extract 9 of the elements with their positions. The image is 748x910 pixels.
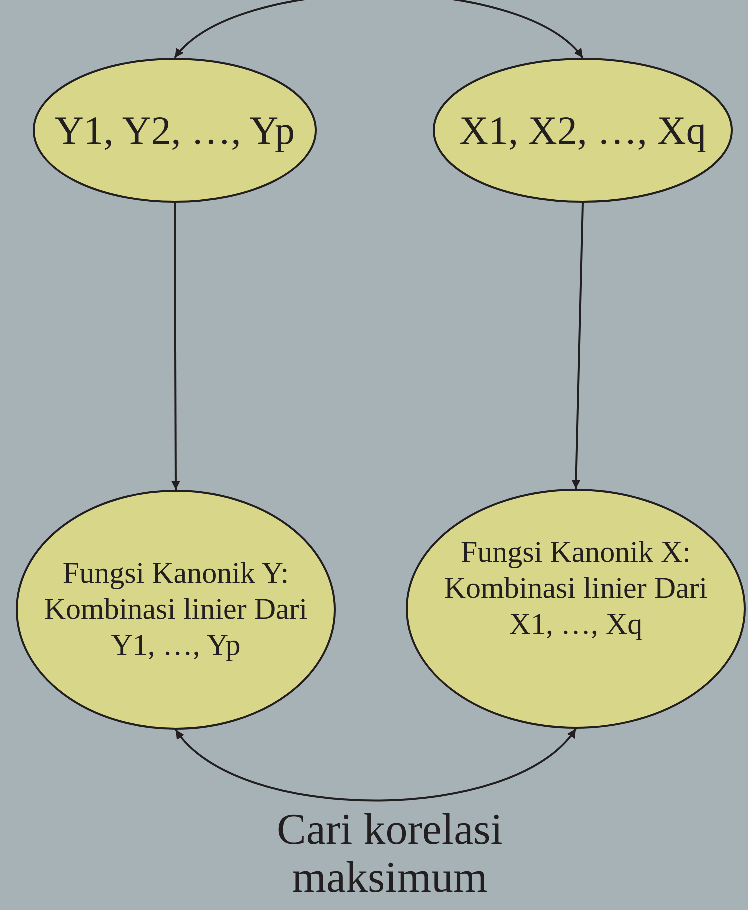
arrow [572,202,584,490]
node-text: Fungsi Kanonik Y: Kombinasi linier Dari Y1, …, Yp [43,556,309,664]
caption-text: Cari korelasi maksimum [276,806,504,903]
node-text: X1, X2, …, Xq [458,106,708,154]
arrow [175,728,577,802]
arrow [171,203,180,490]
node-text: Y1, Y2, …, Yp [54,106,296,154]
node-text: Fungsi Kanonik X: Kombinasi linier Dari X1, …, Xq [443,535,709,643]
arrow [174,0,584,59]
